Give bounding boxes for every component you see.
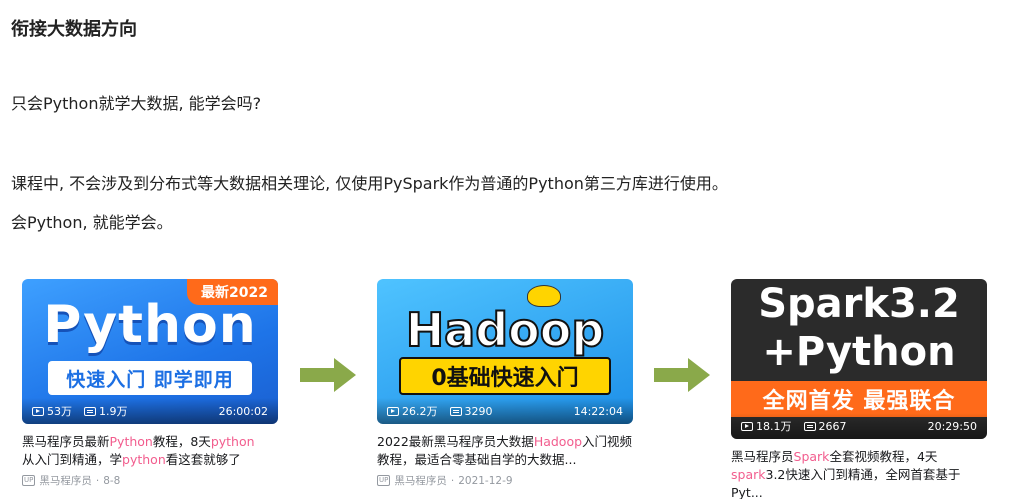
video-stats-bar: 53万 1.9万 26:00:02	[22, 398, 278, 424]
thumbnail-corner-tag: 最新2022	[187, 279, 278, 305]
video-thumbnail[interactable]: 最新2022 Python 快速入门 即学即用 53万 1.9万 26:00:0…	[22, 279, 278, 424]
video-title[interactable]: 黑马程序员Spark全套视频教程，4天spark3.2快速入门到精通，全网首套基…	[731, 449, 961, 499]
author-name[interactable]: 黑马程序员	[39, 475, 92, 487]
video-duration: 14:22:04	[573, 404, 623, 418]
danmaku-icon	[84, 406, 96, 416]
arrow-right-icon	[654, 358, 710, 392]
danmaku-icon	[803, 421, 816, 431]
video-card-hadoop[interactable]: Hadoop 0基础快速入门 26.2万 3290 14:22:04 2022最…	[377, 279, 633, 488]
danmaku-icon	[449, 406, 462, 416]
paragraph-conclusion: 会Python, 就能学会。	[11, 213, 173, 232]
danmaku-count: 3290	[464, 404, 493, 418]
thumbnail-headline: Hadoop	[405, 302, 606, 358]
publish-date: 2021-12-9	[458, 474, 513, 487]
author-name[interactable]: 黑马程序员	[394, 475, 447, 487]
thumbnail-headline: Python	[43, 295, 257, 355]
video-duration: 26:00:02	[218, 404, 268, 418]
play-count-icon	[387, 406, 399, 416]
video-duration: 20:29:50	[927, 419, 977, 433]
thumbnail-tagline: 0基础快速入门	[399, 357, 611, 395]
danmaku-count: 1.9万	[99, 405, 128, 418]
paragraph-answer: 课程中, 不会涉及到分布式等大数据相关理论, 仅使用PySpark作为普通的Py…	[11, 174, 728, 193]
video-meta: UP 黑马程序员 · 2021-12-9	[377, 474, 513, 487]
video-card-spark[interactable]: Spark3.2 +Python 全网首发 最强联合 18.1万 2667 20…	[731, 279, 987, 499]
view-count: 26.2万	[402, 405, 438, 418]
thumbnail-tagline: 全网首发 最强联合	[731, 381, 987, 417]
view-count: 53万	[47, 405, 72, 418]
video-stats-bar: 26.2万 3290 14:22:04	[377, 398, 633, 424]
video-thumbnail[interactable]: Hadoop 0基础快速入门 26.2万 3290 14:22:04	[377, 279, 633, 424]
play-count-icon	[32, 406, 44, 416]
paragraph-question: 只会Python就学大数据, 能学会吗?	[11, 94, 262, 113]
view-count: 18.1万	[756, 420, 792, 433]
video-card-python[interactable]: 最新2022 Python 快速入门 即学即用 53万 1.9万 26:00:0…	[22, 279, 278, 488]
play-count-icon	[741, 421, 753, 431]
publish-date: 8-8	[103, 474, 121, 487]
up-badge-icon: UP	[377, 475, 391, 486]
arrow-right-icon	[300, 358, 356, 392]
section-title: 衔接大数据方向	[11, 19, 137, 40]
thumbnail-headline: Spark3.2	[758, 281, 960, 327]
thumbnail-subheadline: +Python	[762, 329, 956, 375]
video-meta: UP 黑马程序员 · 8-8	[22, 474, 121, 487]
up-badge-icon: UP	[22, 475, 36, 486]
video-stats-bar: 18.1万 2667 20:29:50	[731, 413, 987, 439]
video-title[interactable]: 2022最新黑马程序员大数据Hadoop入门视频教程，最适合零基础自学的大数据.…	[377, 434, 633, 467]
video-thumbnail[interactable]: Spark3.2 +Python 全网首发 最强联合 18.1万 2667 20…	[731, 279, 987, 439]
thumbnail-tagline: 快速入门 即学即用	[48, 361, 252, 395]
hadoop-elephant-icon	[527, 285, 561, 307]
danmaku-count: 2667	[818, 419, 847, 433]
